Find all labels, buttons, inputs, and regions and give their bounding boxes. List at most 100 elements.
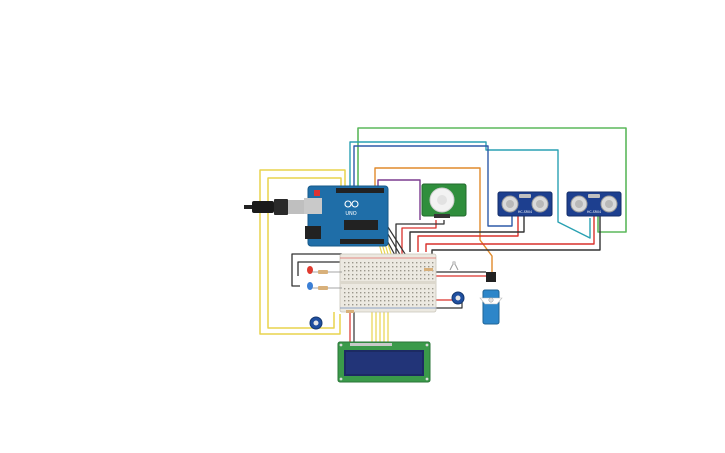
wire-black-left2[interactable] [297,261,342,276]
wire-purple[interactable] [377,179,421,220]
breadboard-hole [408,274,410,276]
breadboard-hole [404,304,406,306]
wire-black-us1[interactable] [409,216,525,252]
usb-cable[interactable] [244,199,306,215]
breadboard-hole [368,304,370,306]
breadboard-hole [384,300,386,302]
breadboard-hole [428,274,430,276]
breadboard-hole [356,304,358,306]
breadboard-hole [384,296,386,298]
breadboard-hole [368,278,370,280]
breadboard-hole [388,296,390,298]
breadboard-hole [364,288,366,290]
breadboard-hole [380,292,382,294]
led-red[interactable] [307,266,313,274]
wire-navy[interactable] [353,145,513,227]
breadboard-hole [428,296,430,298]
breadboard-hole [372,288,374,290]
reset-button[interactable] [314,190,320,196]
photoresistor[interactable] [449,260,459,271]
breadboard-hole [428,266,430,268]
breadboard-hole [424,266,426,268]
power-jack [305,226,321,239]
resistor-4[interactable] [424,268,433,271]
wire-black-pir[interactable] [395,220,445,254]
breadboard-hole [392,300,394,302]
led-blue[interactable] [307,282,313,290]
breadboard-hole [356,274,358,276]
ultrasonic-sensor-1[interactable]: HC-SR04 [497,191,553,217]
breadboard-hole [396,296,398,298]
wire-green-outer[interactable] [357,127,627,233]
breadboard-hole [368,270,370,272]
pir-pins [434,214,450,218]
breadboard-holes [344,262,434,306]
breadboard-hole [416,270,418,272]
wire-yellow-outer[interactable] [259,169,346,335]
usb-connector-metal [288,200,306,214]
wire-orange[interactable] [374,167,493,272]
breadboard-hole [424,304,426,306]
breadboard-hole [380,270,382,272]
wire-red-us2[interactable] [425,216,595,252]
resistor-1[interactable] [318,270,328,274]
breadboard-hole [428,288,430,290]
breadboard-hole [360,296,362,298]
breadboard-hole [344,262,346,264]
breadboard-hole [416,292,418,294]
breadboard-hole [424,262,426,264]
servo-connector [486,272,496,282]
breadboard-hole [360,266,362,268]
led-red-group[interactable] [307,266,342,274]
breadboard-hole [396,262,398,264]
lcd-mount-hole-tr [425,343,429,347]
breadboard-hole [432,262,434,264]
ultrasonic-sensor-2[interactable]: HC-SR04 [566,191,622,217]
potentiometer-left[interactable] [309,316,323,330]
ultrasonic-2-crystal [588,194,600,198]
led-blue-group[interactable] [307,282,342,290]
breadboard-hole [404,300,406,302]
breadboard[interactable] [339,253,437,313]
wire-red-pir[interactable] [401,220,437,254]
resistor-2[interactable] [318,286,328,290]
breadboard-hole [408,304,410,306]
breadboard-hole [416,300,418,302]
potentiometer-right[interactable] [451,291,465,305]
potentiometer-right-knob[interactable] [455,295,461,301]
breadboard-hole [380,266,382,268]
breadboard-hole [412,304,414,306]
breadboard-hole [408,300,410,302]
breadboard-hole [392,262,394,264]
wire-yellow-inner[interactable] [267,177,342,329]
breadboard-hole [372,296,374,298]
wire-red-us1[interactable] [417,216,519,252]
wire-teal[interactable] [349,141,591,239]
servo-motor[interactable] [479,272,503,325]
arduino-uno[interactable]: UNO [304,185,389,247]
wire-black-left[interactable] [291,253,342,287]
breadboard-hole [420,270,422,272]
breadboard-hole [364,278,366,280]
resistor-3[interactable] [346,310,354,313]
ultrasonic-2-transmitter-mesh [575,200,583,208]
lcd-16x2[interactable] [337,341,431,383]
breadboard-hole [404,292,406,294]
breadboard-hole [380,300,382,302]
breadboard-hole [344,296,346,298]
breadboard-hole [392,296,394,298]
breadboard-hole [348,288,350,290]
breadboard-hole [344,288,346,290]
breadboard-hole [344,266,346,268]
breadboard-hole [404,288,406,290]
breadboard-hole [400,278,402,280]
breadboard-hole [408,296,410,298]
breadboard-hole [404,274,406,276]
breadboard-hole [420,262,422,264]
breadboard-hole [384,274,386,276]
ultrasonic-1-crystal [519,194,531,198]
pir-sensor[interactable] [421,183,467,218]
potentiometer-left-knob[interactable] [313,320,319,326]
wire-black-us2[interactable] [431,216,601,256]
breadboard-hole [352,304,354,306]
